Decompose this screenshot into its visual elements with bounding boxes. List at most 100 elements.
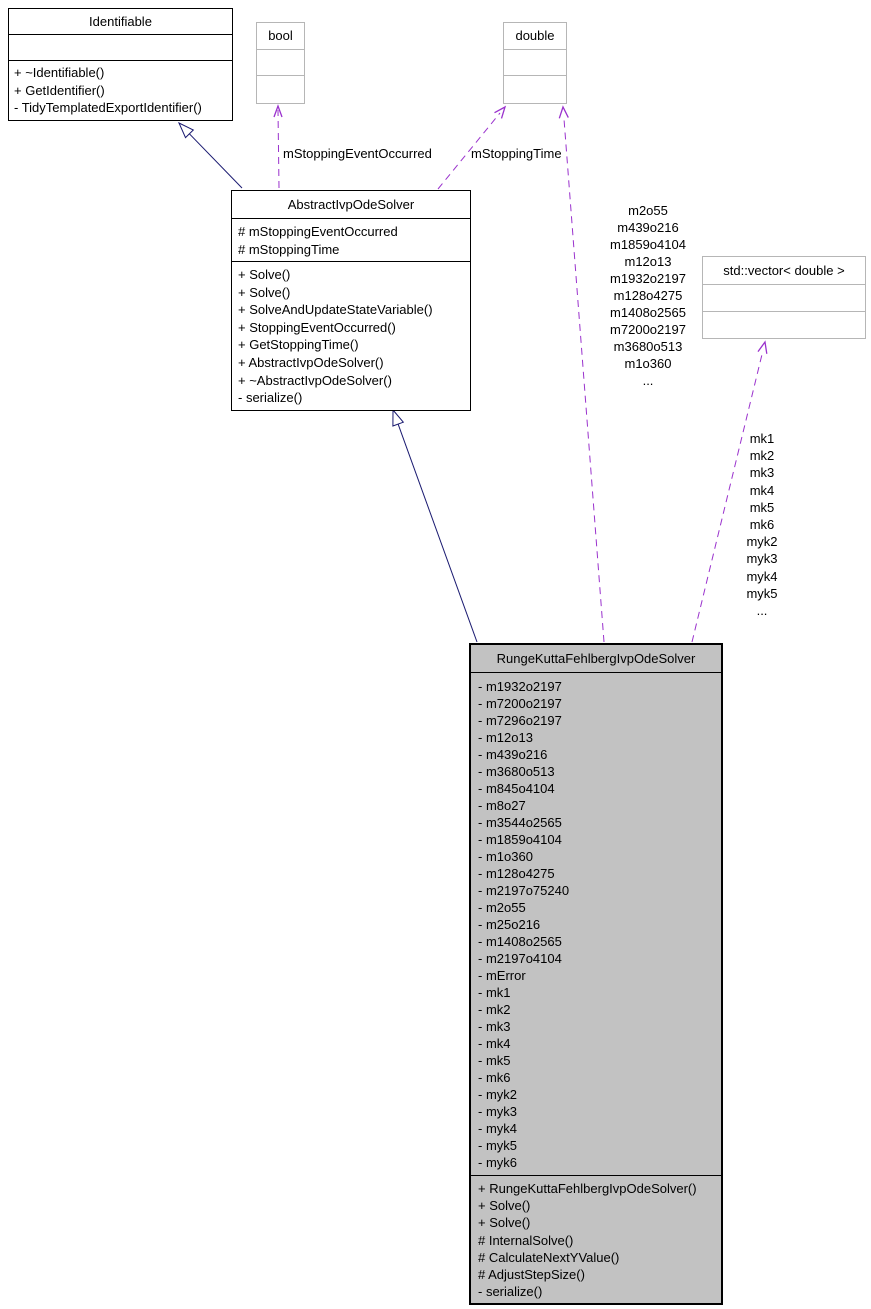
attribute-item: - mk5: [478, 1053, 511, 1068]
method-item: + AbstractIvpOdeSolver(): [238, 354, 384, 370]
class-title: std::vector< double >: [703, 257, 865, 285]
edge-label-item: myk5: [746, 585, 778, 601]
open-arrowhead: [273, 104, 283, 118]
attribute-item: - m7296o2197: [478, 713, 562, 728]
method-item: + Solve(): [238, 267, 291, 282]
edge-label-item: myk2: [746, 534, 778, 550]
method-item: + Solve(): [478, 1198, 531, 1214]
method-item: + Solve(): [478, 1215, 531, 1231]
attribute-item: - m8o27: [478, 798, 526, 813]
class-node-bool[interactable]: bool: [256, 22, 305, 104]
edge-label-item: myk3: [746, 551, 778, 567]
attribute-item: - m12o13: [478, 730, 533, 745]
attributes-section: # mStoppingEventOccurred # mStoppingTime: [232, 219, 470, 262]
edge-label-stopping-time: mStoppingTime: [471, 146, 562, 161]
attribute-item: - mk6: [478, 1070, 511, 1085]
edge-label-item: m128o4275: [613, 288, 683, 303]
class-node-identifiable[interactable]: Identifiable + ~Identifiable()+ GetIdent…: [8, 8, 233, 121]
edge-label-item: mk1: [749, 431, 775, 446]
edge-label-item: mk6: [749, 517, 775, 533]
methods-section: + ~Identifiable()+ GetIdentifier()- Tidy…: [9, 61, 232, 117]
method-item: + ~Identifiable(): [14, 65, 105, 80]
attribute-item: - myk4: [478, 1121, 517, 1136]
edge-label-item: mk4: [749, 482, 775, 498]
attribute-item: - mk2: [478, 1002, 511, 1017]
inheritance-edge-rkf-to-abstract: [392, 408, 478, 643]
open-arrowhead: [757, 340, 768, 354]
attribute-item: - m3544o2565: [478, 815, 562, 830]
attribute-item: - m2197o75240: [478, 883, 570, 898]
class-node-double[interactable]: double: [503, 22, 567, 104]
attribute-item: - m1859o4104: [478, 832, 562, 847]
attribute-item: - m2o55: [478, 900, 526, 915]
attribute-item: - m1408o2565: [478, 934, 562, 949]
edge-label-item: m1932o2197: [610, 271, 686, 286]
edge-label-item: m1408o2565: [610, 305, 686, 320]
class-title: bool: [257, 23, 304, 50]
edge-label-item: m3680o513: [613, 339, 683, 354]
attribute-item: - m439o216: [478, 747, 548, 762]
attribute-item: - mk1: [478, 985, 511, 1000]
attributes-section-empty: [9, 35, 232, 61]
method-item: # CalculateNextYValue(): [478, 1249, 620, 1265]
hollow-triangle-arrowhead: [392, 408, 405, 427]
attributes-section-empty: [257, 50, 304, 76]
method-item: - serialize(): [478, 1284, 543, 1300]
class-node-abstract-ivp-ode-solver[interactable]: AbstractIvpOdeSolver # mStoppingEventOcc…: [231, 190, 471, 411]
method-item: + RungeKuttaFehlbergIvpOdeSolver(): [478, 1181, 697, 1196]
method-item: # InternalSolve(): [478, 1232, 574, 1248]
class-title: AbstractIvpOdeSolver: [232, 191, 470, 219]
edge-label-item: myk4: [746, 568, 778, 584]
attribute-item: # mStoppingEventOccurred: [238, 224, 398, 239]
attribute-item: - m1o360: [478, 849, 533, 864]
attribute-item: - myk6: [478, 1155, 517, 1170]
method-item: + SolveAndUpdateStateVariable(): [238, 302, 433, 318]
edge-label-item: mk2: [749, 448, 775, 464]
attribute-item: - m25o216: [478, 917, 541, 932]
inheritance-edge-abstract-to-identifiable: [177, 121, 243, 189]
attribute-item: - myk2: [478, 1087, 517, 1102]
attributes-section-empty: [703, 285, 865, 312]
edge-label-item: ...: [642, 373, 654, 388]
usage-edge-abstract-to-bool: [273, 104, 283, 189]
method-item: + GetStoppingTime(): [238, 337, 359, 353]
attribute-item: - mError: [478, 968, 526, 983]
open-arrowhead: [558, 105, 569, 119]
edge-label-item: m7200o2197: [610, 322, 686, 337]
attribute-item: - m1932o2197: [478, 679, 562, 694]
method-item: - serialize(): [238, 390, 303, 406]
open-arrowhead: [494, 105, 507, 119]
class-title: Identifiable: [9, 9, 232, 35]
methods-section: + RungeKuttaFehlbergIvpOdeSolver() + Solv…: [471, 1176, 721, 1300]
attribute-item: - m7200o2197: [478, 696, 562, 711]
method-item: - TidyTemplatedExportIdentifier(): [14, 100, 202, 115]
edge-label-item: mk3: [749, 465, 775, 481]
attributes-section: - m1932o2197 - m7200o2197 - m7296o2197 - m1…: [471, 673, 721, 1176]
attribute-item: - m3680o513: [478, 764, 555, 779]
methods-section: + Solve() + Solve() + SolveAndUpdateStateV…: [232, 262, 470, 407]
edge-label-stopping-event-occurred: mStoppingEventOccurred: [283, 146, 432, 161]
edge-label-item: ...: [756, 603, 768, 619]
attribute-item: - m128o4275: [478, 866, 555, 881]
attribute-item: - myk5: [478, 1138, 517, 1153]
attribute-item: - myk3: [478, 1104, 517, 1119]
class-node-std-vector-double[interactable]: std::vector< double >: [702, 256, 866, 339]
edge-label-item: m1o360: [624, 356, 672, 371]
class-node-runge-kutta-fehlberg-ivp-ode-solver[interactable]: RungeKuttaFehlbergIvpOdeSolver - m1932o2…: [469, 643, 723, 1305]
attribute-item: # mStoppingTime: [238, 242, 340, 257]
class-title: double: [504, 23, 566, 50]
edge-label-item: mk5: [749, 499, 775, 515]
edge-label-item: m1859o4104: [610, 237, 686, 252]
attribute-item: - m2197o4104: [478, 951, 562, 966]
hollow-triangle-arrowhead: [177, 121, 195, 139]
method-item: + StoppingEventOccurred(): [238, 319, 396, 335]
method-item: + Solve(): [238, 284, 291, 300]
edge-label-item: m2o55: [628, 203, 668, 218]
attribute-item: - mk4: [478, 1036, 511, 1051]
class-title: RungeKuttaFehlbergIvpOdeSolver: [471, 645, 721, 673]
method-item: + ~AbstractIvpOdeSolver(): [238, 372, 392, 388]
attribute-item: - m845o4104: [478, 781, 555, 796]
attribute-item: - mk3: [478, 1019, 511, 1034]
